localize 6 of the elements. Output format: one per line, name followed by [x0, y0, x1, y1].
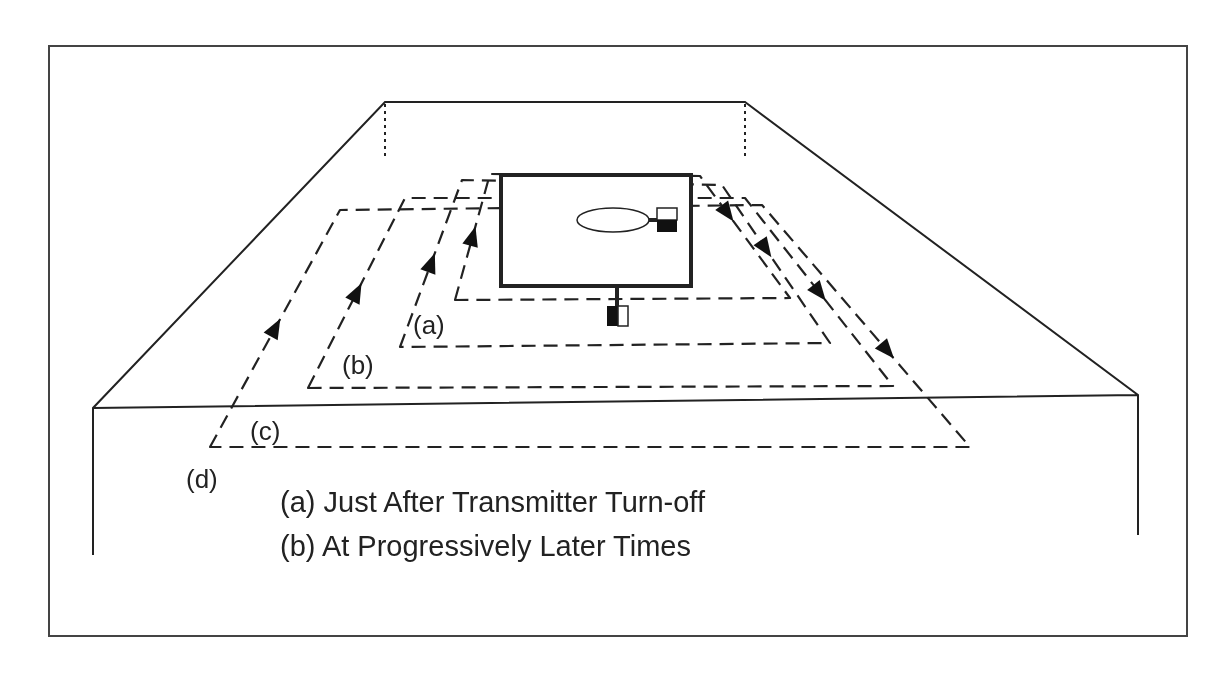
curve-label: (c) — [250, 418, 281, 444]
curve-label: (b) — [342, 352, 374, 378]
curve-label: (a) — [413, 312, 445, 338]
legend-note: (a) Just After Transmitter Turn-off — [280, 488, 705, 517]
curve-label: (d) — [186, 466, 218, 492]
legend-note: (b) At Progressively Later Times — [280, 532, 691, 561]
